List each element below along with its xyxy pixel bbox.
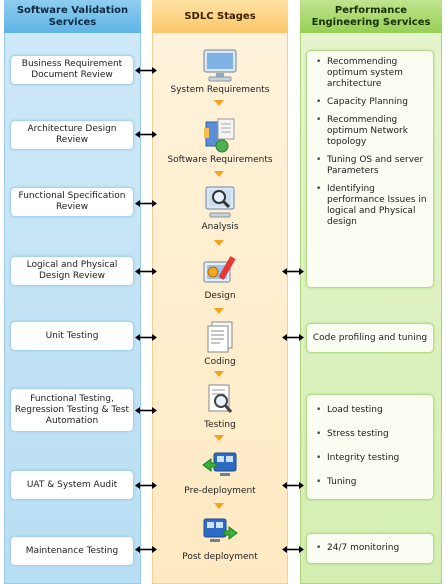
software-box-icon — [204, 118, 235, 153]
double-arrow-icon — [282, 546, 304, 553]
stage-label: Analysis — [201, 222, 239, 232]
double-arrow-icon — [282, 482, 304, 489]
down-arrow-icon — [214, 371, 224, 377]
code-document-icon — [207, 321, 233, 353]
performance-item: Tuning — [316, 477, 429, 488]
stage-label: Coding — [204, 357, 236, 367]
down-arrow-icon — [214, 240, 224, 246]
stage-label: System Requirements — [170, 85, 270, 95]
down-arrow-icon — [214, 435, 224, 441]
validation-item: Functional Specification Review — [10, 187, 134, 217]
monitor-icon — [203, 49, 237, 82]
stage-testing: Testing — [152, 381, 288, 431]
stage-label: Software Requirements — [167, 155, 273, 165]
validation-item: UAT & System Audit — [10, 470, 134, 500]
stage-software-requirements: Software Requirements — [152, 116, 288, 166]
validation-item: Functional Testing, Regression Testing &… — [10, 388, 134, 432]
down-arrow-icon — [214, 308, 224, 314]
stage-post-deployment: Post deployment — [152, 513, 288, 563]
down-arrow-icon — [214, 171, 224, 177]
stage-label: Pre-deployment — [184, 486, 256, 496]
performance-item: Load testing — [316, 405, 429, 416]
double-arrow-icon — [135, 334, 157, 341]
performance-item: Recommending optimum system architecture — [316, 57, 429, 90]
validation-item: Maintenance Testing — [10, 536, 134, 566]
stage-pre-deployment: Pre-deployment — [152, 447, 288, 497]
down-arrow-icon — [214, 503, 224, 509]
magnifier-monitor-icon — [205, 186, 235, 218]
double-arrow-icon — [282, 334, 304, 341]
sdlc-column — [152, 0, 288, 584]
performance-item: Identifying performance Issues in logica… — [316, 184, 429, 228]
performance-item: 24/7 monitoring — [316, 543, 429, 554]
stage-label: Testing — [204, 420, 236, 430]
performance-item: Recommending optimum Network topology — [316, 115, 429, 148]
performance-box-architecture: Recommending optimum system architecture… — [306, 50, 434, 288]
stage-coding: Coding — [152, 318, 288, 368]
double-arrow-icon — [135, 482, 157, 489]
performance-item: Stress testing — [316, 429, 429, 440]
double-arrow-icon — [135, 407, 157, 414]
stage-system-requirements: System Requirements — [152, 46, 288, 96]
deploy-back-icon — [202, 452, 237, 476]
performance-item: Tuning OS and server Parameters — [316, 155, 429, 177]
double-arrow-icon — [282, 268, 304, 275]
validation-item: Architecture Design Review — [10, 120, 134, 150]
double-arrow-icon — [135, 131, 157, 138]
stage-design: Design — [152, 252, 288, 302]
double-arrow-icon — [135, 67, 157, 74]
validation-header: Software Validation Services — [4, 0, 141, 33]
validation-item: Logical and Physical Design Review — [10, 256, 134, 286]
down-arrow-icon — [214, 100, 224, 106]
stage-label: Post deployment — [182, 552, 258, 562]
sdlc-header: SDLC Stages — [152, 0, 288, 33]
stage-label: Design — [204, 291, 236, 301]
double-arrow-icon — [135, 546, 157, 553]
validation-item: Business Requirement Document Review — [10, 55, 134, 85]
stage-analysis: Analysis — [152, 183, 288, 233]
test-document-icon — [208, 384, 233, 413]
performance-box-code: Code profiling and tuning — [306, 323, 434, 353]
performance-item: Integrity testing — [316, 453, 429, 464]
performance-header: Performance Engineering Services — [300, 0, 442, 33]
performance-item: Capacity Planning — [316, 97, 429, 108]
performance-box-testing: Load testing Stress testing Integrity te… — [306, 394, 434, 500]
validation-item: Unit Testing — [10, 321, 134, 351]
design-tools-icon — [203, 256, 236, 283]
performance-box-monitoring: 24/7 monitoring — [306, 533, 434, 564]
double-arrow-icon — [135, 268, 157, 275]
double-arrow-icon — [135, 200, 157, 207]
deploy-forward-icon — [203, 518, 238, 542]
